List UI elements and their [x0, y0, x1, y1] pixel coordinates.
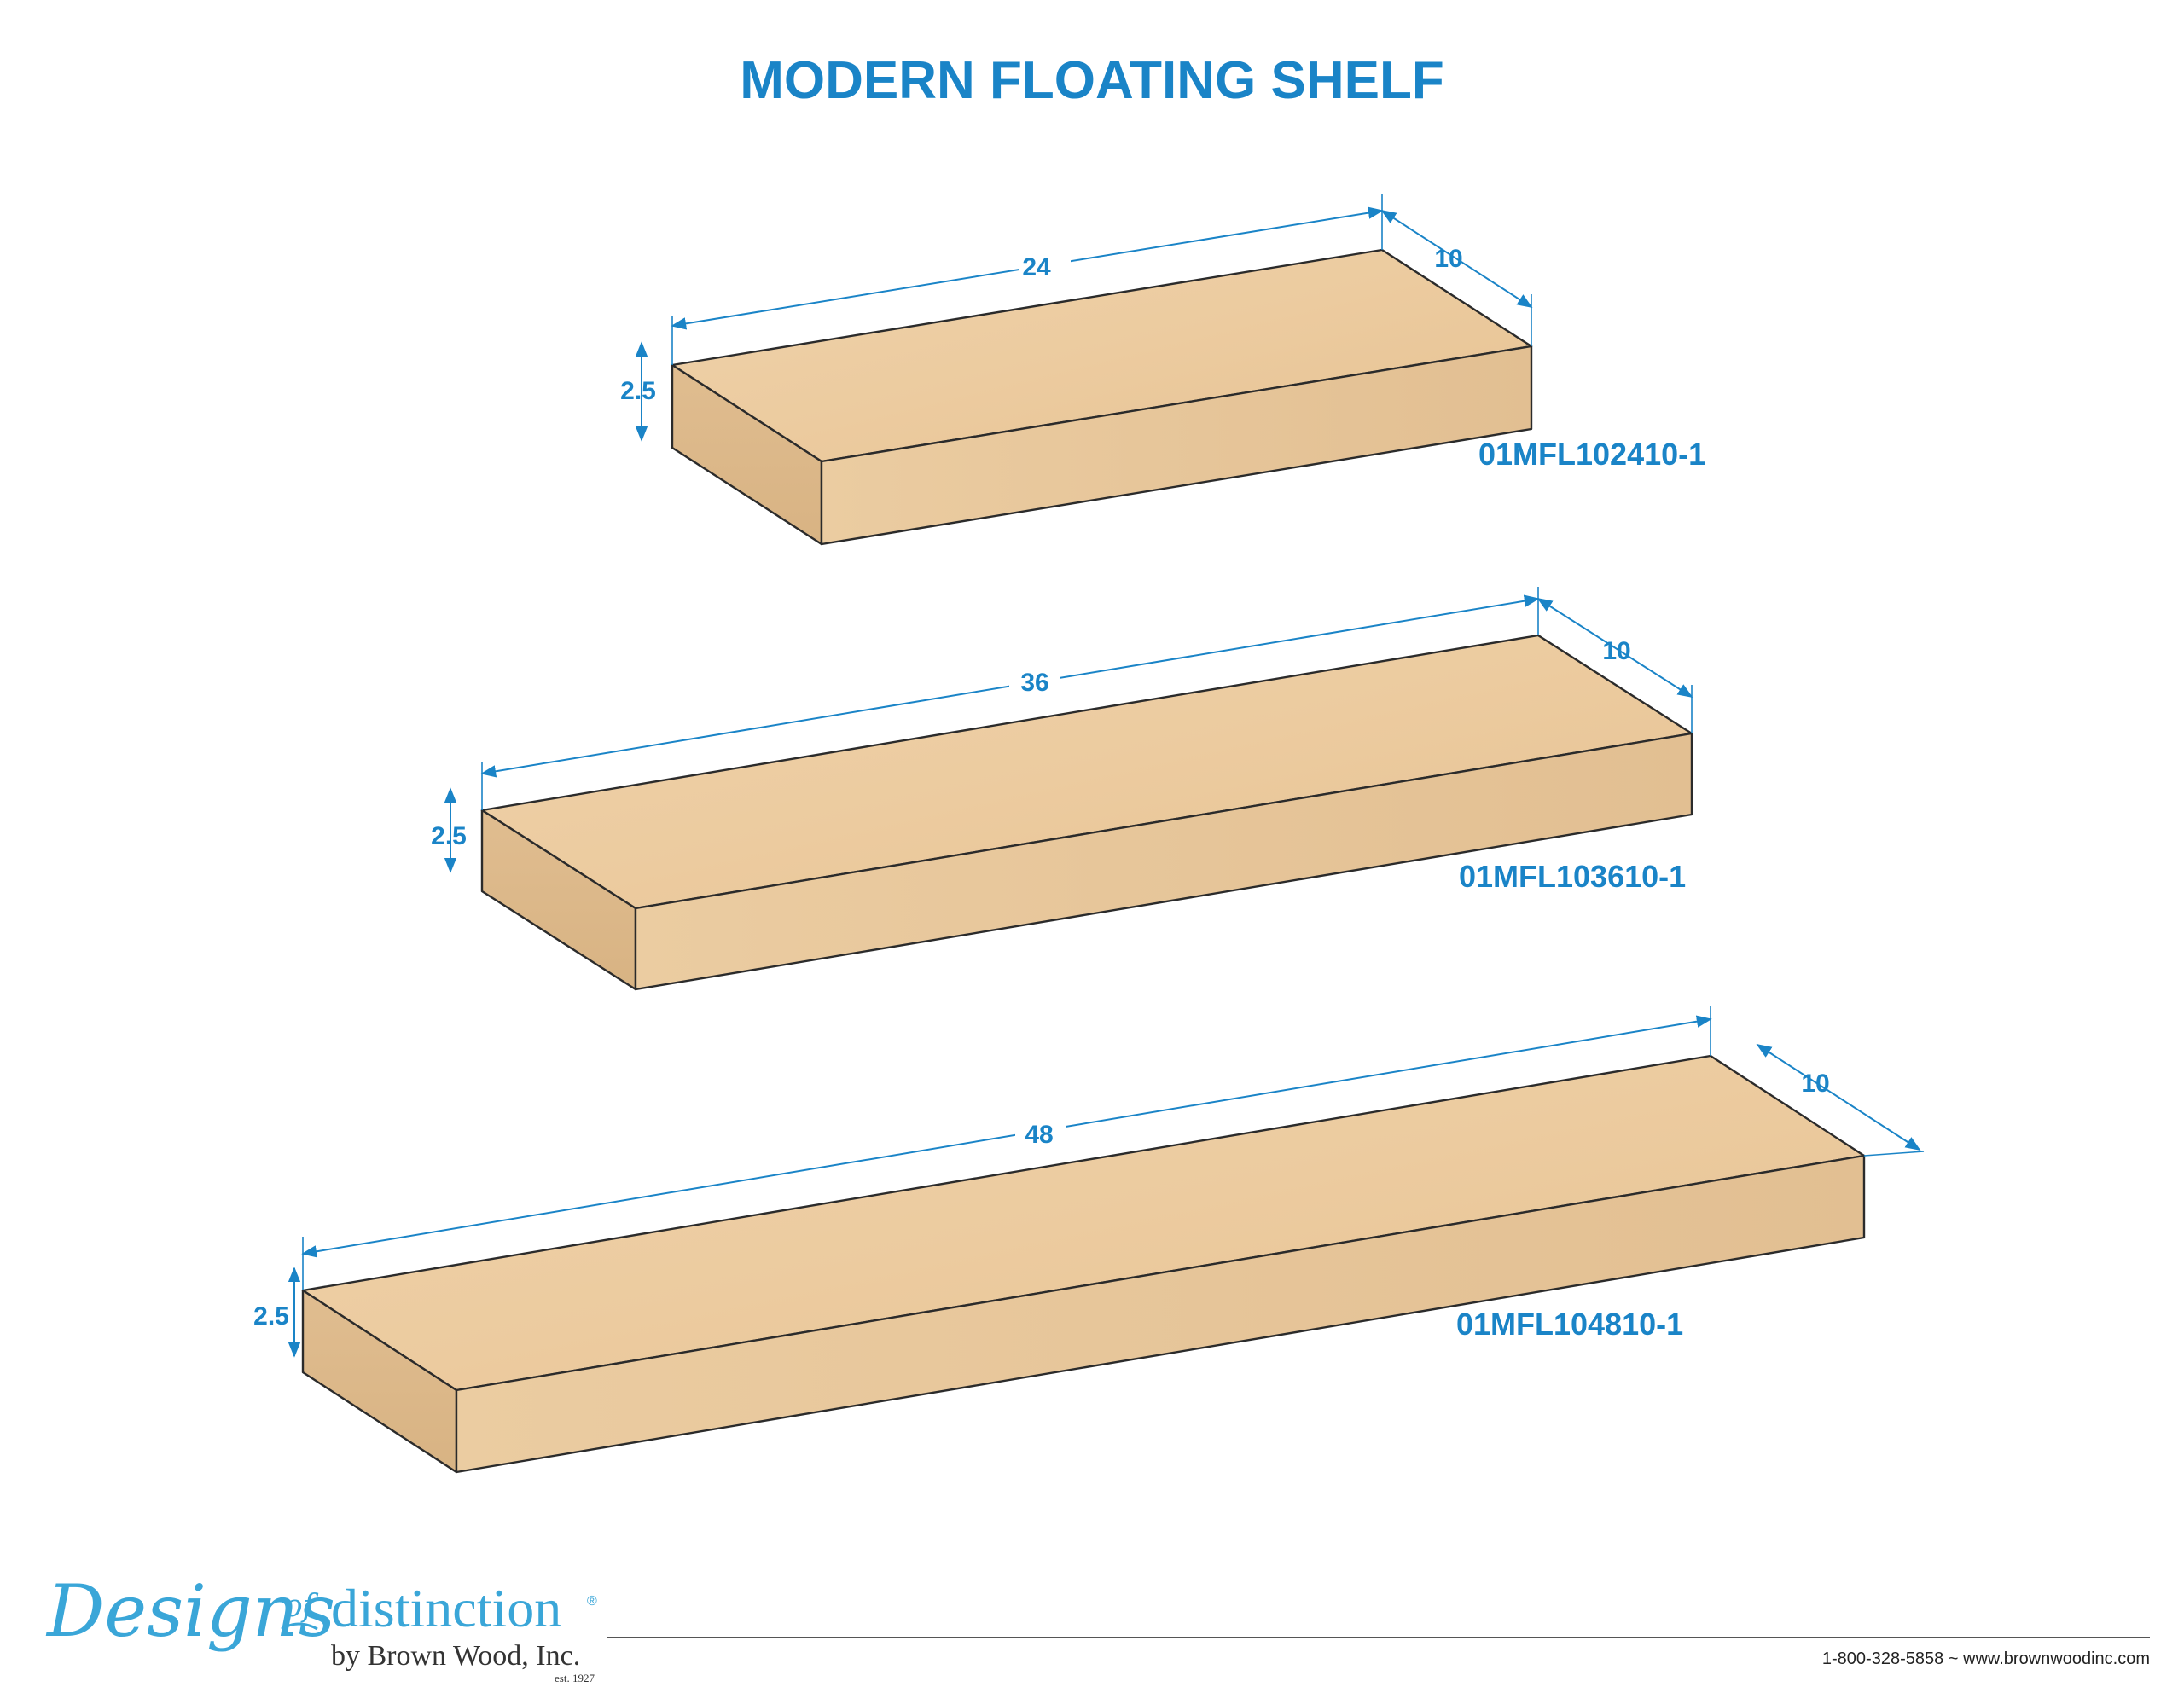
page-title: MODERN FLOATING SHELF	[740, 51, 1443, 110]
depth-dimension-line	[1536, 598, 1693, 698]
depth-label: 10	[1434, 245, 1462, 273]
length-label: 36	[1020, 669, 1048, 697]
brand-logo: Designs of distinction ® by Brown Wood, …	[45, 1569, 597, 1684]
contact-info: 1-800-328-5858 ~ www.brownwoodinc.com	[1822, 1649, 2150, 1668]
thickness-label: 2.5	[253, 1302, 289, 1330]
brand-byline: by Brown Wood, Inc.	[331, 1640, 580, 1672]
depth-label: 10	[1602, 637, 1630, 665]
shelf-48-inch: 48 10 2.5 01MFL104810-1	[253, 1006, 1925, 1474]
brand-of-text: of	[284, 1589, 319, 1624]
length-label: 48	[1025, 1121, 1053, 1149]
brand-designs-text: Designs	[45, 1569, 335, 1653]
length-label: 24	[1022, 253, 1051, 281]
depth-dimension-line	[1756, 1044, 1921, 1151]
sku-label: 01MFL104810-1	[1456, 1307, 1683, 1342]
shelf-36-inch: 36 10 2.5 01MFL103610-1	[431, 587, 1693, 991]
thickness-label: 2.5	[431, 822, 467, 850]
depth-dimension-line	[1380, 210, 1533, 308]
shelf-24-inch: 24 10 2.5 01MFL102410-1	[620, 194, 1705, 546]
length-dimension-line	[301, 1015, 1712, 1258]
extension-line	[1863, 1151, 1925, 1157]
shelf-front-face	[634, 732, 1693, 991]
thickness-label: 2.5	[620, 377, 656, 405]
shelf-front-face	[820, 345, 1533, 546]
sku-label: 01MFL103610-1	[1459, 859, 1686, 894]
brand-swash-icon	[281, 1622, 318, 1631]
brand-registered-mark: ®	[587, 1594, 597, 1609]
footer: Designs of distinction ® by Brown Wood, …	[45, 1569, 2150, 1684]
brand-established: est. 1927	[555, 1672, 595, 1684]
sku-label: 01MFL102410-1	[1478, 437, 1705, 472]
depth-label: 10	[1801, 1070, 1829, 1098]
brand-distinction-text: distinction	[331, 1578, 561, 1638]
